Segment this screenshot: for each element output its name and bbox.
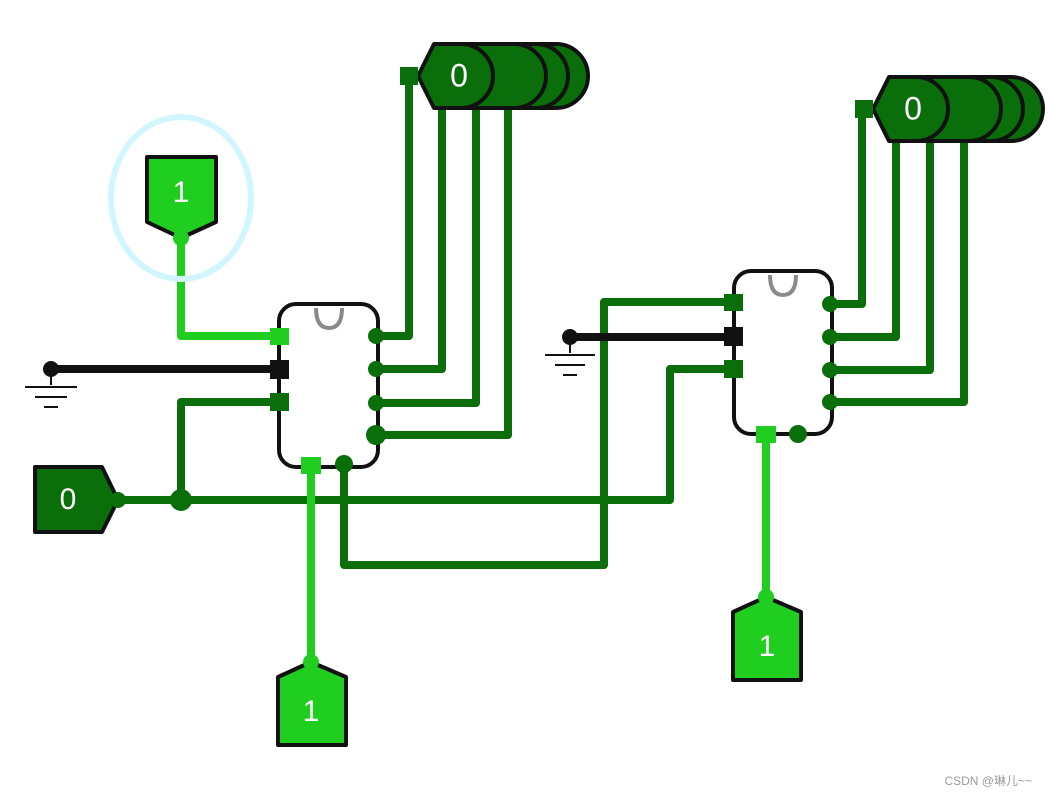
- chip-left-pin-data: [270, 393, 289, 411]
- data-zero-out-node: [110, 492, 126, 508]
- input-clock-left-value: 1: [303, 695, 320, 728]
- input-clock-left[interactable]: 1: [276, 660, 348, 747]
- wire-data-zero: [118, 365, 735, 504]
- output-right-display[interactable]: 0: [855, 75, 1045, 143]
- ground-node-left: [43, 361, 59, 377]
- wire-left-q2: [378, 100, 480, 407]
- chip-right-pin-enable: [724, 327, 743, 346]
- wire-right-q3: [828, 135, 968, 406]
- chip-left-pin-q3: [366, 425, 386, 445]
- chip-left-notch: [314, 307, 344, 331]
- chip-right-pin-q2: [822, 362, 838, 378]
- output-left-value: 0: [450, 57, 468, 93]
- load-left-node: [173, 230, 189, 246]
- selection-highlight: [108, 114, 254, 282]
- watermark: CSDN @琳儿~~: [944, 774, 1032, 788]
- output-left-display[interactable]: 0: [400, 42, 590, 110]
- chip-left-pin-q2: [368, 395, 384, 411]
- wire-left-q1: [378, 100, 446, 373]
- output-right-value: 0: [904, 90, 922, 126]
- wire-right-q2: [828, 135, 934, 374]
- input-clock-right[interactable]: 1: [731, 595, 803, 682]
- ground-node-right: [562, 329, 578, 345]
- chip-right[interactable]: [724, 269, 838, 443]
- data-zero-junction: [170, 489, 192, 511]
- chip-right-pin-q0: [822, 296, 838, 312]
- chip-right-pin-clock: [756, 426, 776, 443]
- wire-carry: [340, 298, 735, 569]
- output-left-pin: [400, 67, 418, 85]
- chip-right-notch: [768, 274, 798, 298]
- wire-right-q1: [828, 135, 900, 341]
- clock-right-node: [758, 589, 774, 605]
- clock-left-node: [303, 654, 319, 670]
- input-load-left-value: 1: [173, 176, 190, 209]
- wire-right-q0: [828, 108, 866, 308]
- input-data-zero[interactable]: 0: [33, 465, 120, 534]
- chip-left-pin-load: [270, 328, 289, 345]
- chip-left-pin-clock: [301, 457, 321, 474]
- chip-right-pin-load: [724, 294, 743, 311]
- wire-load-left: [177, 238, 280, 340]
- chip-left[interactable]: [270, 302, 386, 474]
- chip-right-pin-data: [724, 360, 743, 378]
- chip-right-pin-q3: [822, 394, 838, 410]
- wire-data-zero-branch: [177, 398, 280, 500]
- chip-left-pin-carry: [335, 455, 353, 473]
- input-load-left[interactable]: 1: [145, 155, 218, 240]
- input-clock-right-value: 1: [759, 630, 776, 663]
- input-data-zero-value: 0: [60, 483, 77, 516]
- chip-right-pin-q1: [822, 329, 838, 345]
- output-right-pin: [855, 100, 873, 118]
- wire-left-q0: [378, 75, 413, 340]
- chip-right-pin-carry: [789, 425, 807, 443]
- wire-left-q3: [378, 100, 512, 439]
- chip-left-pin-q1: [368, 361, 384, 377]
- chip-left-pin-q0: [368, 328, 384, 344]
- chip-left-pin-enable: [270, 360, 289, 379]
